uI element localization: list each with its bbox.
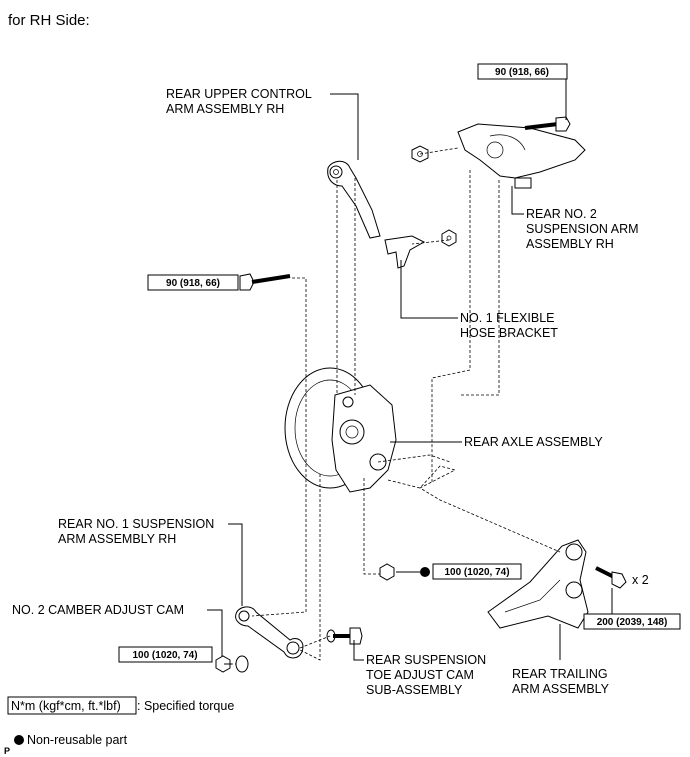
svg-text:SUSPENSION ARM: SUSPENSION ARM: [526, 222, 639, 236]
no1-suspension-arm-drawing: [235, 606, 304, 659]
hose-bracket-drawing: [384, 235, 426, 269]
torque-label-trailing-arm: 200 (2039, 148): [583, 613, 681, 630]
rear-axle-assembly-drawing: [284, 367, 397, 493]
label-trailing-arm: REAR TRAILING ARM ASSEMBLY: [512, 667, 610, 696]
svg-text:90 (918, 66): 90 (918, 66): [166, 278, 220, 289]
nut-lower-left: [215, 655, 231, 673]
label-camber-cam: NO. 2 CAMBER ADJUST CAM: [12, 603, 184, 617]
torque-label-lower-left: 100 (1020, 74): [118, 646, 213, 663]
svg-text:ARM ASSEMBLY: ARM ASSEMBLY: [512, 682, 610, 696]
no2-suspension-arm-drawing: [457, 123, 586, 189]
label-upper-control-arm: REAR UPPER CONTROL ARM ASSEMBLY RH: [166, 87, 312, 116]
label-no1-suspension-arm: REAR NO. 1 SUSPENSION ARM ASSEMBLY RH: [58, 517, 214, 546]
svg-text:REAR AXLE ASSEMBLY: REAR AXLE ASSEMBLY: [464, 435, 603, 449]
upper-control-arm-drawing: [327, 160, 381, 239]
torque-label-top-right: 90 (918, 66): [477, 63, 568, 80]
page-heading: for RH Side:: [8, 12, 90, 29]
svg-text:REAR TRAILING: REAR TRAILING: [512, 667, 608, 681]
label-no2-suspension-arm: REAR NO. 2 SUSPENSION ARM ASSEMBLY RH: [526, 207, 639, 251]
svg-text:REAR SUSPENSION: REAR SUSPENSION: [366, 653, 486, 667]
bolt-no2-arm: [524, 116, 571, 132]
label-toe-adjust-cam: REAR SUSPENSION TOE ADJUST CAM SUB-ASSEM…: [366, 653, 486, 697]
svg-text:NO. 2 CAMBER ADJUST CAM: NO. 2 CAMBER ADJUST CAM: [12, 603, 184, 617]
quantity-multiplier: x 2: [632, 573, 649, 587]
camber-cam-drawing: [235, 655, 249, 673]
svg-text:: Specified torque: : Specified torque: [137, 699, 234, 713]
label-hose-bracket: NO. 1 FLEXIBLE HOSE BRACKET: [460, 311, 558, 340]
svg-text:Non-reusable part: Non-reusable part: [27, 733, 128, 747]
svg-text:NO. 1 FLEXIBLE: NO. 1 FLEXIBLE: [460, 311, 554, 325]
svg-text:REAR NO. 1 SUSPENSION: REAR NO. 1 SUSPENSION: [58, 517, 214, 531]
svg-text:REAR UPPER CONTROL: REAR UPPER CONTROL: [166, 87, 312, 101]
torque-label-left-upper: 90 (918, 66): [147, 274, 239, 291]
svg-text:90 (918, 66): 90 (918, 66): [495, 67, 549, 78]
trailing-arm-drawing: [487, 539, 589, 629]
nut-nonreusable: [379, 563, 395, 581]
legend-torque: N*m (kgf*cm, ft.*lbf) : Specified torque: [7, 696, 234, 715]
legend-nonreusable: Non-reusable part: [14, 733, 128, 747]
toe-cam-bolt: [326, 627, 363, 645]
svg-text:ARM ASSEMBLY RH: ARM ASSEMBLY RH: [58, 532, 176, 546]
svg-text:ASSEMBLY RH: ASSEMBLY RH: [526, 237, 614, 251]
svg-text:N*m (kgf*cm, ft.*lbf): N*m (kgf*cm, ft.*lbf): [11, 699, 121, 713]
svg-text:REAR NO. 2: REAR NO. 2: [526, 207, 597, 221]
label-rear-axle: REAR AXLE ASSEMBLY: [464, 435, 603, 449]
nonreusable-legend-dot: [14, 735, 24, 745]
svg-text:SUB-ASSEMBLY: SUB-ASSEMBLY: [366, 683, 463, 697]
nut-bracket: [441, 229, 457, 247]
svg-text:100 (1020, 74): 100 (1020, 74): [132, 650, 197, 661]
nonreusable-dot-marker: [420, 567, 430, 577]
svg-text:100 (1020, 74): 100 (1020, 74): [444, 567, 509, 578]
bolt-axle-upper: [239, 273, 291, 291]
svg-text:ARM ASSEMBLY RH: ARM ASSEMBLY RH: [166, 102, 284, 116]
svg-text:TOE ADJUST CAM: TOE ADJUST CAM: [366, 668, 474, 682]
svg-text:200 (2039, 148): 200 (2039, 148): [597, 617, 668, 628]
torque-label-nonreusable-nut: 100 (1020, 74): [432, 563, 522, 580]
corner-mark: P: [4, 746, 10, 756]
trailing-arm-bolt: [595, 566, 627, 589]
svg-text:HOSE BRACKET: HOSE BRACKET: [460, 326, 558, 340]
